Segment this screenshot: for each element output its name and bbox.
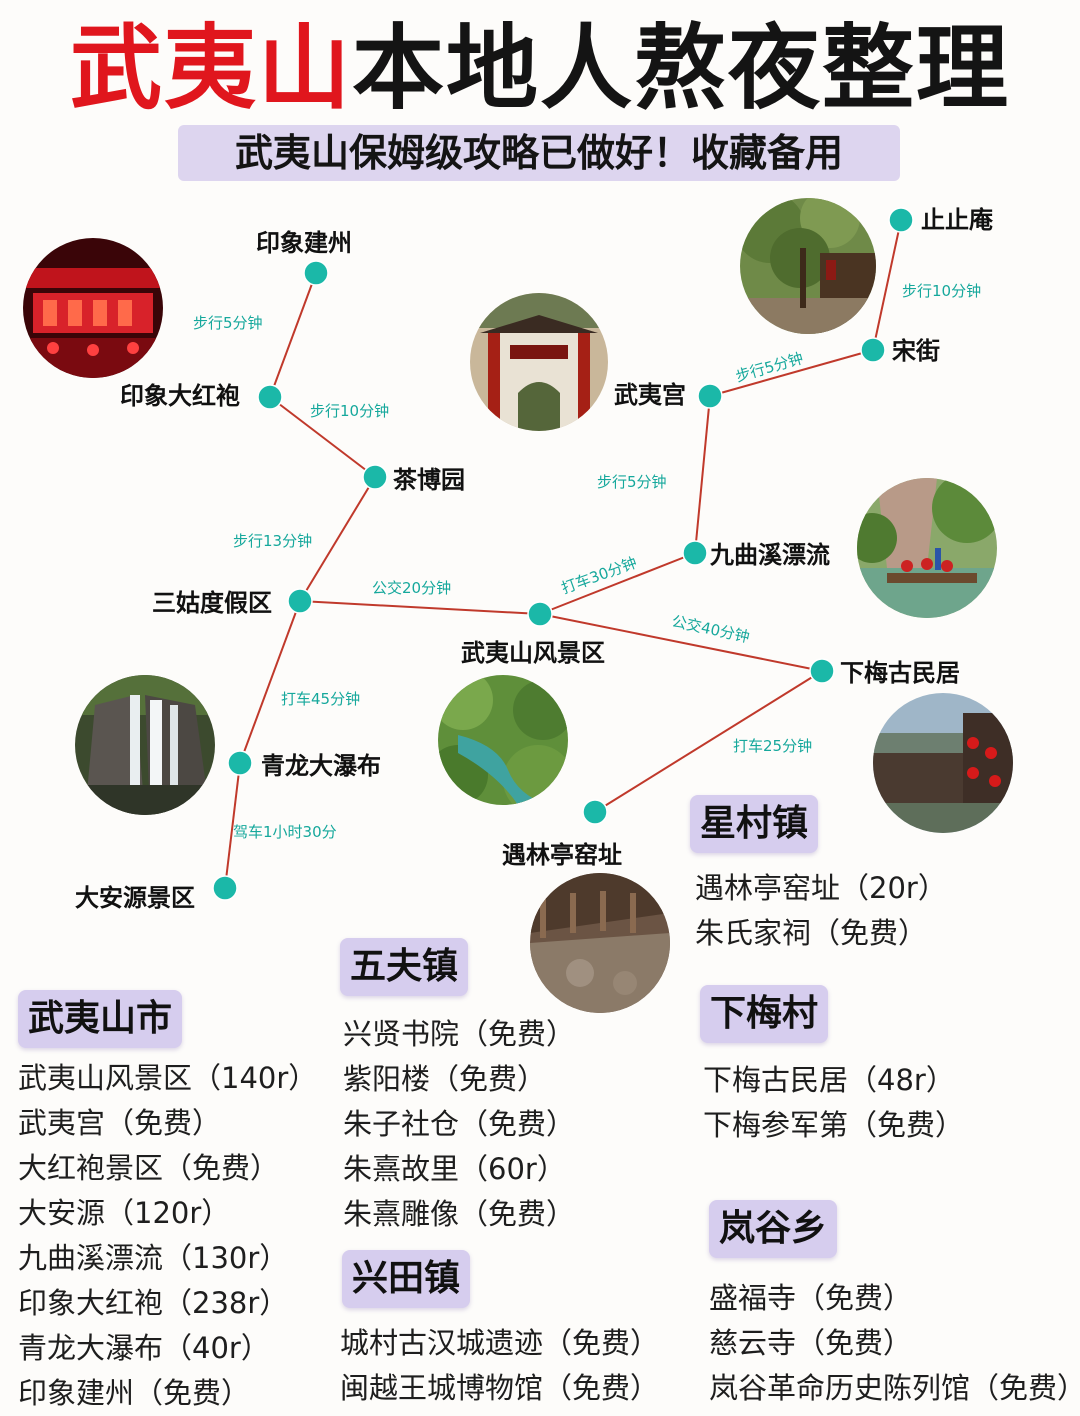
list-item: 九曲溪漂流（130r） xyxy=(18,1241,289,1275)
waterfall-photo xyxy=(75,675,215,815)
list-item: 印象大红袍（238r） xyxy=(18,1286,289,1320)
station-dots xyxy=(212,207,914,901)
section-heading-langu: 岚谷乡 xyxy=(709,1200,838,1258)
station-dot-songjie xyxy=(860,337,886,363)
station-label-yinxiang-dahongpao: 印象大红袍 xyxy=(120,382,240,410)
section-heading-wuyishan: 武夷山市 xyxy=(18,990,183,1048)
route-label-sangu-scenic: 公交20分钟 xyxy=(372,579,452,597)
section-list-xingtian: 城村古汉城遗迹（免费） 闽越王城博物馆（免费） xyxy=(340,1321,659,1411)
route-jiuqu-wuyigong xyxy=(694,395,711,554)
route-label-songjie-zhizhian: 步行10分钟 xyxy=(902,282,982,300)
section-list-xiamei: 下梅古民居（48r） 下梅参军第（免费） xyxy=(703,1058,964,1148)
kiln-site-photo xyxy=(530,873,670,1013)
route-dahongpao-chaboyuan xyxy=(269,396,376,478)
station-label-scenic: 武夷山风景区 xyxy=(461,639,605,667)
station-label-xiamei: 下梅古民居 xyxy=(840,659,960,687)
station-label-songjie: 宋街 xyxy=(892,337,940,365)
list-item: 印象建州（免费） xyxy=(18,1376,251,1410)
section-heading-xingtian: 兴田镇 xyxy=(342,1250,471,1308)
station-label-zhizhian: 止止庵 xyxy=(921,206,993,234)
station-dot-yulinting xyxy=(582,799,608,825)
station-label-jiuqu: 九曲溪漂流 xyxy=(710,541,830,569)
list-item: 城村古汉城遗迹（免费） xyxy=(340,1326,660,1360)
list-item: 兴贤书院（免费） xyxy=(343,1017,576,1051)
route-scenic-jiuqu xyxy=(539,552,696,615)
station-dot-jiuqu xyxy=(682,540,708,566)
station-dot-qinglong xyxy=(227,750,253,776)
route-sangu-scenic xyxy=(299,600,541,615)
route-sangu-qinglong xyxy=(239,600,301,764)
section-heading-wufu: 五夫镇 xyxy=(340,938,469,996)
route-scenic-xiamei xyxy=(539,613,823,672)
route-label-jianzhou-dahongpao: 步行5分钟 xyxy=(193,314,263,332)
route-qinglong-daanyuan xyxy=(224,762,241,889)
station-label-sangu: 三姑度假区 xyxy=(152,589,272,617)
route-label-xiamei-yulinting: 打车25分钟 xyxy=(733,737,813,755)
route-label-chaboyuan-sangu: 步行13分钟 xyxy=(233,532,313,550)
route-lines xyxy=(224,219,902,889)
list-item: 武夷宫（免费） xyxy=(18,1106,222,1140)
station-dot-yinxiang-dahongpao xyxy=(257,384,283,410)
route-xiamei-yulinting xyxy=(594,670,823,813)
list-item: 遇林亭窑址（20r） xyxy=(695,871,947,905)
section-heading-xiamei: 下梅村 xyxy=(700,985,829,1043)
red-lantern-building-photo xyxy=(23,238,163,378)
station-label-qinglong: 青龙大瀑布 xyxy=(261,752,381,780)
station-dot-xiamei xyxy=(809,658,835,684)
list-item: 大红袍景区（免费） xyxy=(18,1151,280,1185)
title-red-part: 武夷山 xyxy=(69,15,352,122)
list-item: 紫阳楼（免费） xyxy=(343,1062,547,1096)
route-label-qinglong-daanyuan: 驾车1小时30分 xyxy=(233,823,337,841)
station-dot-scenic xyxy=(527,601,553,627)
station-dot-daanyuan xyxy=(212,875,238,901)
list-item: 朱氏家祠（免费） xyxy=(695,916,928,950)
list-item: 朱熹雕像（免费） xyxy=(343,1197,576,1231)
subtitle-banner: 武夷山保姆级攻略已做好！收藏备用 xyxy=(178,125,900,181)
station-label-yinxiang-jianzhou: 印象建州 xyxy=(256,229,352,257)
station-dot-yinxiang-jianzhou xyxy=(303,260,329,286)
station-dot-sangu xyxy=(287,588,313,614)
section-list-wuyishan: 武夷山风景区（140r） 武夷宫（免费） 大红袍景区（免费） 大安源（120r）… xyxy=(18,1056,317,1416)
route-label-jiuqu-wuyigong: 步行5分钟 xyxy=(597,473,667,491)
station-label-yulinting: 遇林亭窑址 xyxy=(502,841,622,869)
section-list-xingcun: 遇林亭窑址（20r） 朱氏家祠（免费） xyxy=(695,866,947,956)
station-dot-chaboyuan xyxy=(362,464,388,490)
list-item: 青龙大瀑布（40r） xyxy=(18,1331,270,1365)
route-wuyigong-songjie xyxy=(709,349,874,397)
route-jianzhou-dahongpao xyxy=(269,272,317,398)
section-list-langu: 盛福寺（免费） 慈云寺（免费） 岚谷革命历史陈列馆（免费） xyxy=(709,1276,1080,1411)
list-item: 岚谷革命历史陈列馆（免费） xyxy=(709,1371,1080,1405)
station-label-wuyigong: 武夷宫 xyxy=(614,381,686,409)
wuyi-palace-gate-photo xyxy=(470,293,608,431)
list-item: 朱熹故里（60r） xyxy=(343,1152,566,1186)
route-label-sangu-qinglong: 打车45分钟 xyxy=(281,690,361,708)
page-title: 武夷山本地人熬夜整理 xyxy=(0,14,1080,124)
list-item: 武夷山风景区（140r） xyxy=(18,1061,318,1095)
list-item: 闽越王城博物馆（免费） xyxy=(340,1371,660,1405)
list-item: 下梅参军第（免费） xyxy=(703,1108,965,1142)
bamboo-rafting-photo xyxy=(857,478,997,618)
station-dot-zhizhian xyxy=(888,207,914,233)
title-black-part: 本地人熬夜整理 xyxy=(352,15,1011,122)
route-label-dahongpao-chaboyuan: 步行10分钟 xyxy=(310,402,390,420)
section-list-wufu: 兴贤书院（免费） 紫阳楼（免费） 朱子社仓（免费） 朱熹故里（60r） 朱熹雕像… xyxy=(343,1012,575,1237)
station-label-daanyuan: 大安源景区 xyxy=(75,884,195,912)
station-dot-wuyigong xyxy=(697,383,723,409)
list-item: 大安源（120r） xyxy=(18,1196,231,1230)
route-songjie-zhizhian xyxy=(872,219,902,351)
ancient-village-photo xyxy=(873,693,1013,833)
station-label-chaboyuan: 茶博园 xyxy=(393,466,465,494)
river-valley-photo xyxy=(438,675,568,805)
song-street-trees-photo xyxy=(740,198,876,334)
list-item: 下梅古民居（48r） xyxy=(703,1063,955,1097)
list-item: 慈云寺（免费） xyxy=(709,1326,913,1360)
section-heading-xingcun: 星村镇 xyxy=(690,795,819,853)
list-item: 盛福寺（免费） xyxy=(709,1281,913,1315)
route-chaboyuan-sangu xyxy=(299,476,376,602)
list-item: 朱子社仓（免费） xyxy=(343,1107,576,1141)
